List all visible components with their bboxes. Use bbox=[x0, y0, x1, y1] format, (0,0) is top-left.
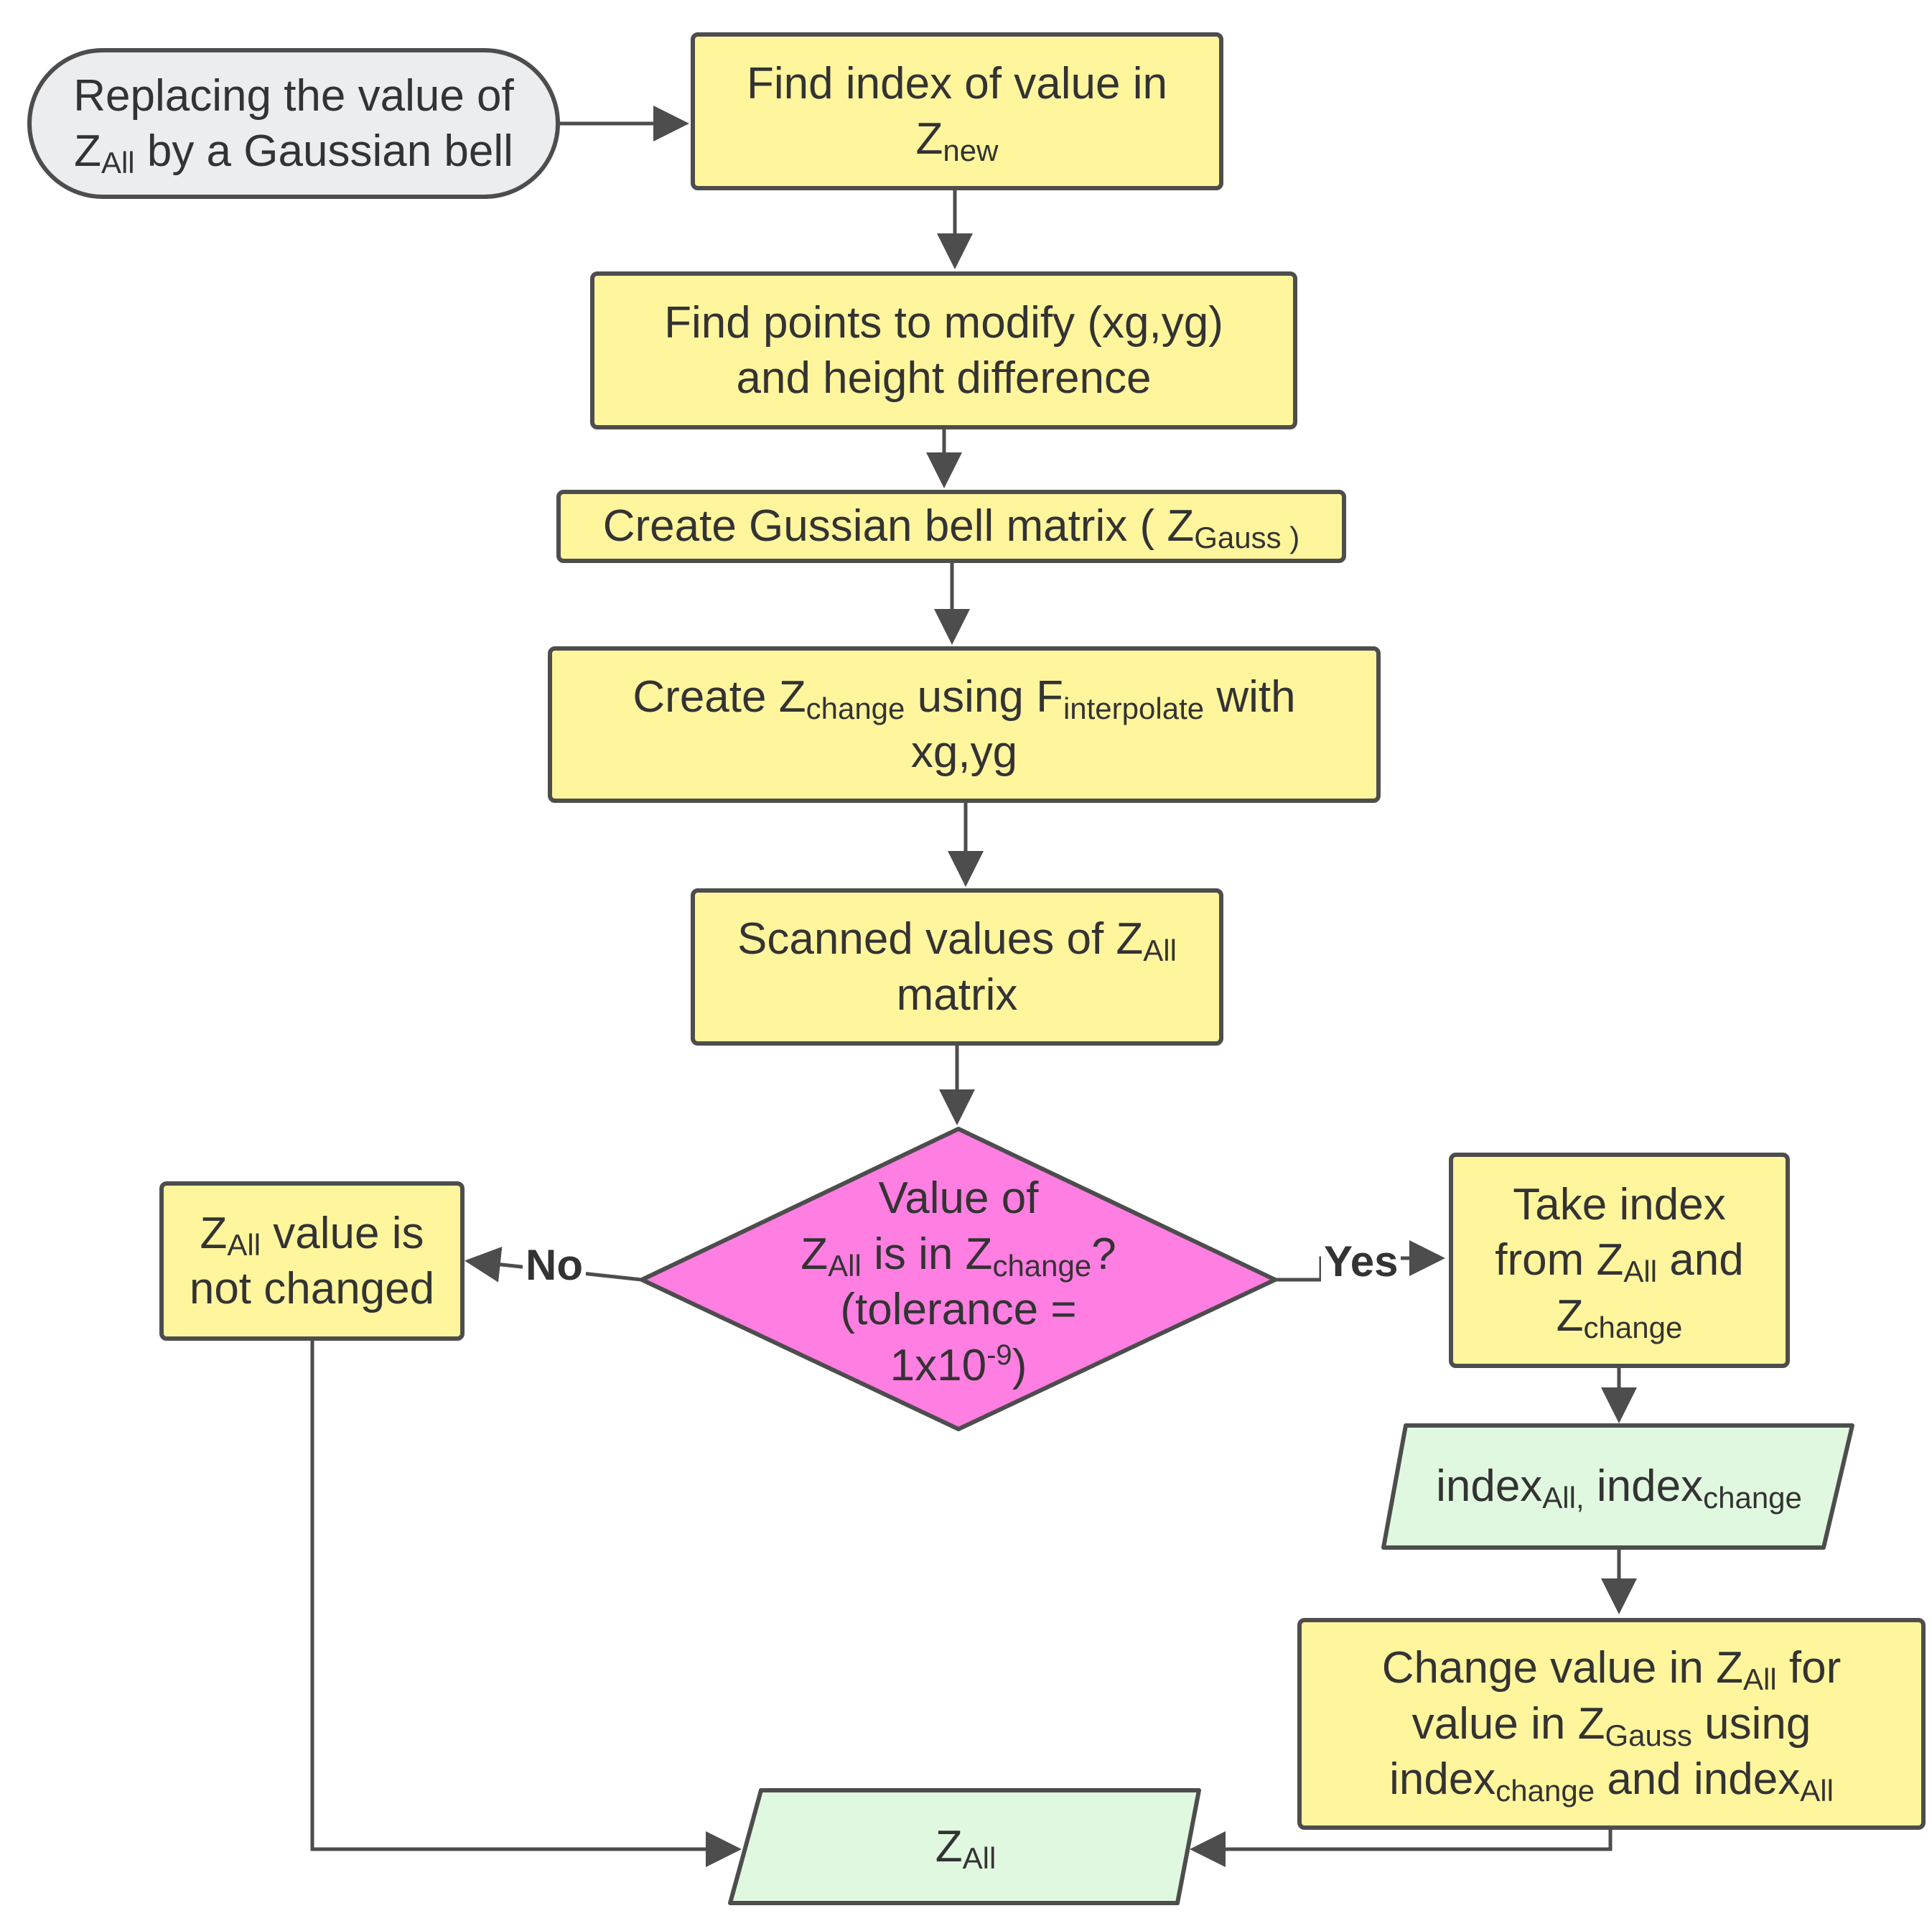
not-changed-box: ZAll value is not changed bbox=[159, 1181, 465, 1341]
decision-l4-pre: 1x10 bbox=[890, 1340, 987, 1390]
change-value-l3-a-sub: change bbox=[1495, 1774, 1595, 1808]
index-io-shape bbox=[1381, 1423, 1854, 1550]
index-io-b-sub: change bbox=[1703, 1481, 1802, 1515]
change-value-l3-mid: and index bbox=[1595, 1754, 1801, 1805]
find-points-text: Find points to modify (xg,yg) and height… bbox=[650, 295, 1238, 406]
decision-z1: Z bbox=[801, 1229, 829, 1279]
start-line1: Replacing the value of bbox=[73, 70, 514, 121]
change-value-l2-post: using bbox=[1691, 1698, 1811, 1749]
decision-l4-post: ) bbox=[1012, 1340, 1027, 1390]
change-value-l1-sub: All bbox=[1742, 1662, 1777, 1697]
create-change-line2: xg,yg bbox=[910, 727, 1018, 777]
start-terminal-text: Replacing the value of ZAll by a Gaussia… bbox=[59, 68, 528, 180]
index-io-parallelogram: indexAll, indexchange bbox=[1407, 1425, 1831, 1548]
not-changed-text: ZAll value is not changed bbox=[175, 1206, 449, 1317]
create-gauss-text: Create Gussian bell matrix ( ZGauss ) bbox=[589, 498, 1315, 554]
decision-post: ? bbox=[1091, 1229, 1116, 1279]
decision-sub2: change bbox=[992, 1248, 1092, 1283]
find-index-line1: Find index of value in bbox=[747, 58, 1167, 108]
decision-line3: (tolerance = bbox=[840, 1285, 1077, 1334]
edge-label-no: No bbox=[523, 1244, 586, 1287]
find-points-line2: and height difference bbox=[736, 353, 1152, 403]
zall-output-z: Z bbox=[935, 1821, 963, 1871]
edge-not-changed-to-zall bbox=[310, 1341, 742, 1867]
edge-change-value-to-zall bbox=[1190, 1830, 1613, 1867]
change-value-l2-pre: value in Z bbox=[1411, 1698, 1605, 1749]
find-index-z-sub: new bbox=[943, 134, 999, 167]
create-gauss-box: Create Gussian bell matrix ( ZGauss ) bbox=[556, 490, 1346, 563]
change-value-l2-sub: Gauss bbox=[1605, 1718, 1692, 1752]
find-points-box: Find points to modify (xg,yg) and height… bbox=[590, 271, 1297, 429]
decision-sub1: All bbox=[828, 1248, 862, 1283]
take-index-l3-z: Z bbox=[1556, 1290, 1584, 1341]
zall-output-parallelogram: ZAll bbox=[747, 1790, 1185, 1903]
decision-text: Value of ZAll is in Zchange? (tolerance … bbox=[786, 1171, 1130, 1393]
take-index-l3-sub: change bbox=[1583, 1310, 1683, 1344]
find-index-text: Find index of value in Znew bbox=[732, 56, 1182, 167]
edge-label-yes: Yes bbox=[1321, 1240, 1401, 1283]
create-change-pre: Create Z bbox=[633, 671, 806, 722]
change-value-box: Change value in ZAll for value in ZGauss… bbox=[1297, 1618, 1926, 1830]
decision-mid: is in Z bbox=[861, 1229, 993, 1279]
zall-output-sub: All bbox=[962, 1841, 997, 1875]
create-gauss-sub: Gauss ) bbox=[1194, 521, 1300, 555]
not-changed-line1-rest: value is bbox=[261, 1208, 424, 1258]
create-change-post: with bbox=[1204, 671, 1296, 722]
change-value-l1-post: for bbox=[1776, 1643, 1842, 1693]
start-terminal: Replacing the value of ZAll by a Gaussia… bbox=[27, 48, 560, 199]
not-changed-line2: not changed bbox=[189, 1264, 435, 1313]
decision-diamond: Value of ZAll is in Zchange? (tolerance … bbox=[743, 1149, 1174, 1415]
start-line2-rest: by a Gaussian bell bbox=[134, 126, 513, 176]
take-index-box: Take index from ZAll and Zchange bbox=[1449, 1153, 1790, 1368]
index-io-b: index bbox=[1584, 1461, 1704, 1512]
take-index-l2-pre: from Z bbox=[1495, 1235, 1624, 1285]
create-change-sub2: interpolate bbox=[1063, 691, 1205, 725]
start-z: Z bbox=[74, 126, 101, 176]
decision-line1: Value of bbox=[878, 1173, 1039, 1223]
create-change-box: Create Zchange using Finterpolate with x… bbox=[548, 646, 1381, 803]
decision-l4-sup: -9 bbox=[986, 1339, 1012, 1371]
not-changed-sub: All bbox=[227, 1227, 261, 1262]
start-z-sub: All bbox=[101, 146, 135, 180]
index-io-a-sub: All, bbox=[1542, 1481, 1585, 1515]
create-change-sub1: change bbox=[806, 691, 905, 725]
create-change-mid: using F bbox=[905, 671, 1063, 722]
find-points-line1: Find points to modify (xg,yg) bbox=[664, 297, 1223, 348]
change-value-text: Change value in ZAll for value in ZGauss… bbox=[1368, 1640, 1856, 1808]
scanned-values-text: Scanned values of ZAll matrix bbox=[723, 911, 1191, 1023]
take-index-line1: Take index bbox=[1513, 1179, 1726, 1229]
change-value-l3-a: index bbox=[1389, 1754, 1496, 1805]
find-index-z: Z bbox=[915, 114, 943, 164]
take-index-l2-post: and bbox=[1657, 1235, 1744, 1285]
not-changed-z: Z bbox=[200, 1208, 228, 1258]
decision-diamond-shape bbox=[640, 1127, 1277, 1431]
take-index-text: Take index from ZAll and Zchange bbox=[1480, 1177, 1758, 1344]
create-change-text: Create Zchange using Finterpolate with x… bbox=[618, 669, 1310, 781]
scanned-line2: matrix bbox=[896, 969, 1018, 1020]
zall-output-text: ZAll bbox=[921, 1819, 1011, 1875]
change-value-l3-b-sub: All bbox=[1800, 1774, 1834, 1808]
scanned-pre: Scanned values of Z bbox=[737, 914, 1144, 964]
index-io-a: index bbox=[1436, 1461, 1543, 1512]
create-gauss-pre: Create Gussian bell matrix ( Z bbox=[602, 501, 1195, 552]
scanned-sub: All bbox=[1143, 934, 1177, 967]
change-value-l1-pre: Change value in Z bbox=[1381, 1643, 1743, 1693]
take-index-l2-sub: All bbox=[1623, 1255, 1658, 1289]
scanned-values-box: Scanned values of ZAll matrix bbox=[691, 888, 1223, 1046]
find-index-box: Find index of value in Znew bbox=[691, 32, 1223, 190]
index-io-text: indexAll, indexchange bbox=[1422, 1459, 1816, 1515]
